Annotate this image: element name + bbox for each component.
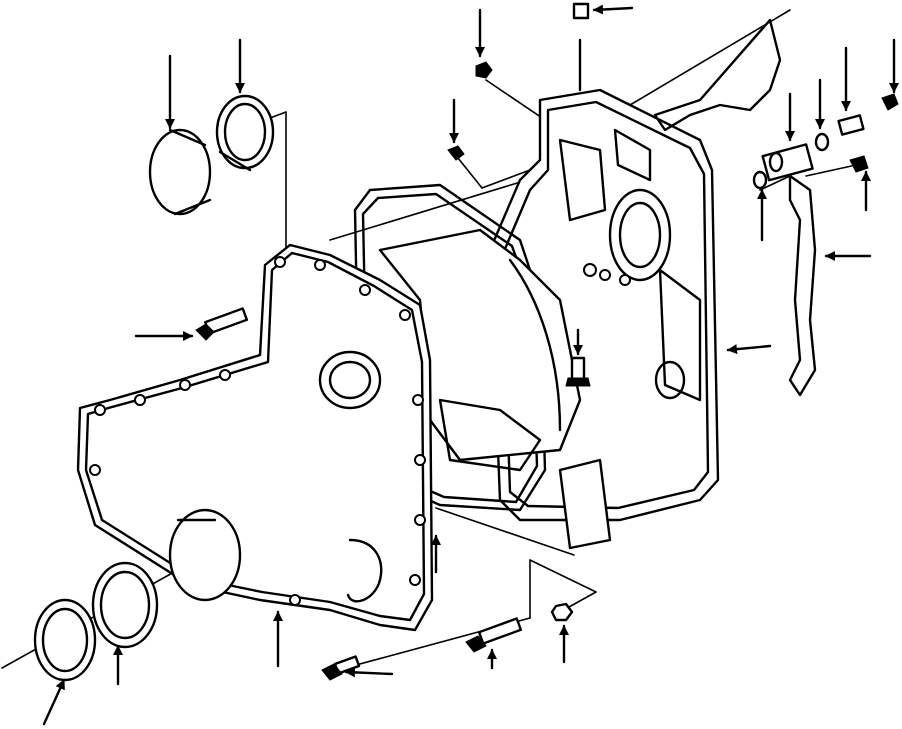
bolt-bottom-left [321,655,361,681]
callout-arrow [42,678,66,726]
bolt-center [565,356,591,387]
small-bolts-top [447,61,493,161]
bolt-left [195,307,249,341]
bolt-bottom [465,617,523,653]
lower-seals-and-cap [33,508,242,682]
sensor-fitting [752,93,899,190]
side-gasket [653,18,817,397]
nut-bottom [550,602,574,622]
upper-seal-and-plug [148,94,275,216]
plug-top [572,2,590,20]
callout-arrows [42,4,899,726]
callout-arrow [726,344,772,355]
front-gear-cover [76,243,434,632]
callout-arrow [592,4,634,15]
callout-arrow [344,667,394,678]
cover-bolt-holes [89,256,426,606]
